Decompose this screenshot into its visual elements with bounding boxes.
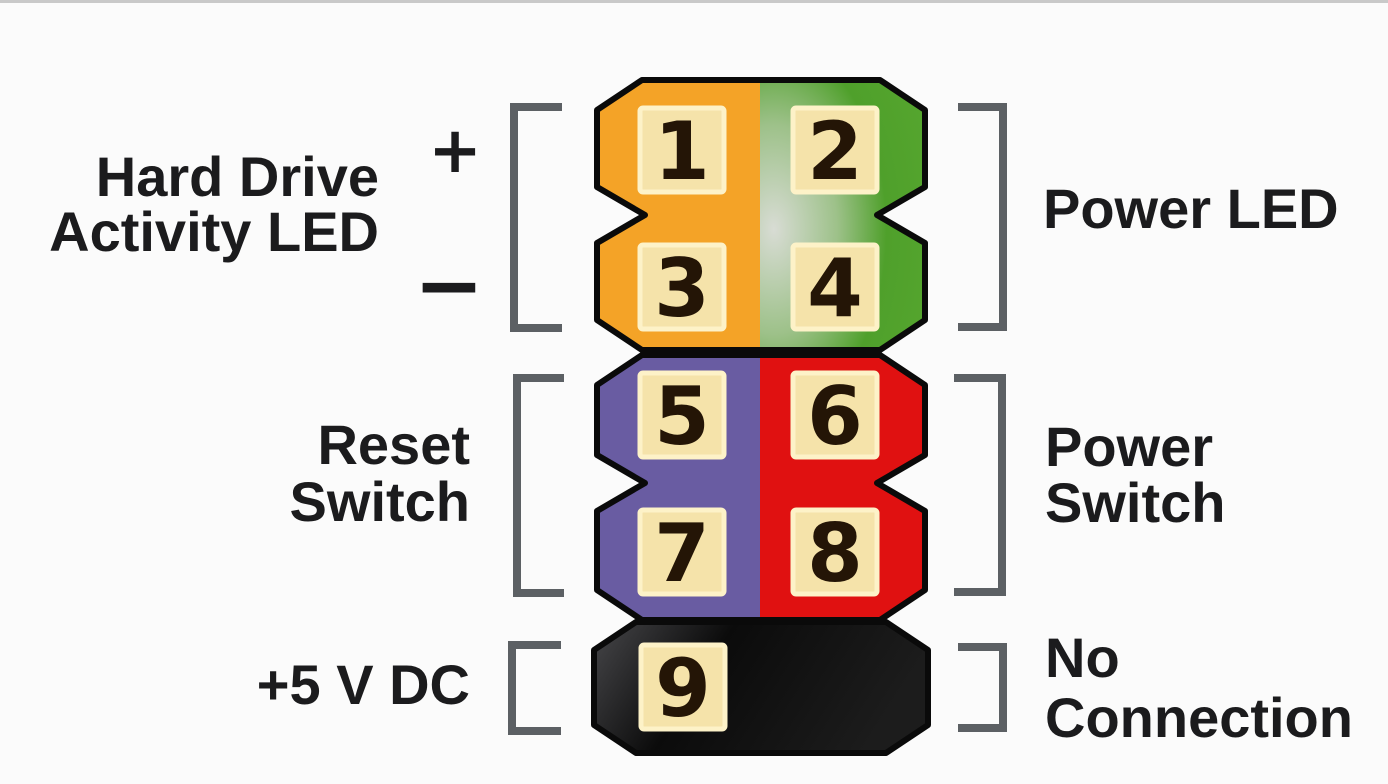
hdd-led-line1: Hard Drive [96,145,379,208]
label-reset-switch: Reset Switch [290,413,470,533]
reset-line1: Reset [317,413,470,476]
pin-6-number: 6 [807,370,863,463]
pin-7: 7 [637,507,727,600]
pin-1-number: 1 [654,105,710,198]
pin-4-square [790,242,880,332]
no-connection-line2: Connection [1045,686,1353,749]
pin-8-number: 8 [807,507,863,600]
bracket-power-led [958,103,1007,331]
minus-sign: − [414,236,484,334]
pin-2-square [790,105,880,195]
header-block-top-outline [594,77,928,353]
pin-5-number: 5 [654,370,710,463]
pin-3: 3 [637,242,727,335]
pin-3-square [637,242,727,332]
pin-6-square [790,370,880,460]
header-block-top: 1 2 3 4 [594,77,928,353]
pin-4: 4 [790,242,880,335]
pin-7-number: 7 [654,507,710,600]
reset-line2: Switch [290,470,470,533]
pin-6: 6 [790,370,880,463]
top-border-line [0,0,1388,3]
pin-8: 8 [790,507,880,600]
pin-9: 9 [638,642,728,735]
pin-8-square [790,507,880,597]
label-5vdc: +5 V DC [257,653,470,716]
power-switch-line2: Switch [1045,471,1225,534]
bracket-5vdc [508,641,561,735]
pin-7-square [637,507,727,597]
pin-5-square [637,370,727,460]
label-power-switch: Power Switch [1045,415,1225,534]
bracket-hdd-led [510,103,562,332]
pin-3-number: 3 [654,242,710,335]
header-block-bottom-outline [591,619,931,756]
bracket-power-switch [954,374,1006,596]
header-block-middle: 5 6 7 8 [594,352,928,623]
pin-9-number: 9 [655,642,711,735]
plus-sign: + [428,114,482,188]
pin-2-number: 2 [807,105,863,198]
bracket-no-connection [958,643,1007,732]
pin-1-square [637,105,727,195]
pin-2: 2 [790,105,880,198]
hdd-led-line2: Activity LED [49,200,379,263]
pin-4-number: 4 [807,242,863,335]
power-switch-line1: Power [1045,415,1213,478]
no-connection-line1: No [1045,626,1120,689]
header-block-bottom: 9 [591,619,931,756]
label-power-led: Power LED [1043,177,1339,240]
pin-1: 1 [637,105,727,198]
bracket-reset-switch [513,374,564,597]
label-hdd-led: Hard Drive Activity LED + − [49,114,484,334]
pin-5: 5 [637,370,727,463]
label-no-connection: No Connection [1045,626,1353,749]
pin-9-square [638,642,728,732]
